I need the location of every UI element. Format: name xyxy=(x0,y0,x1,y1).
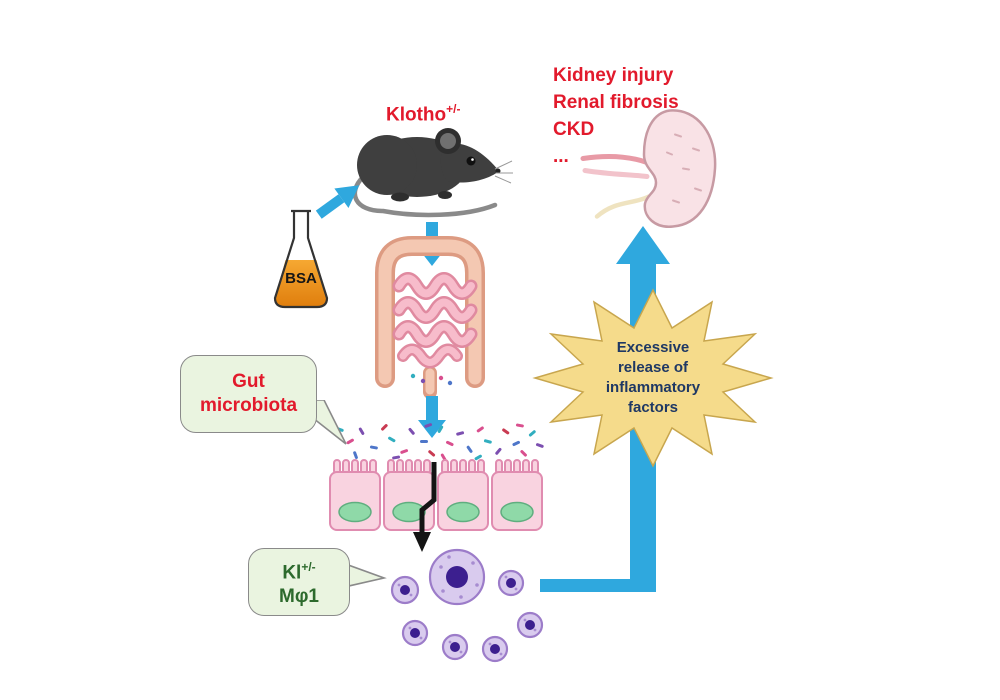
macrophage-genotype-base: Kl xyxy=(282,562,302,584)
arrow-flask-to-mouse-icon xyxy=(309,173,369,227)
gut-microbiota-bubble: Gut microbiota xyxy=(180,355,317,433)
gut-bubble-line: microbiota xyxy=(199,395,298,416)
macrophage-bubble-tail xyxy=(340,560,388,592)
epithelial-cells-icon xyxy=(328,456,546,532)
outcome-line: CKD xyxy=(553,119,595,140)
starburst-shape xyxy=(528,288,778,468)
starburst-line: Excessive xyxy=(616,339,690,356)
mouse-genotype-sup: +/- xyxy=(446,102,461,116)
macrophage-bubble: Kl+/- Mφ1 xyxy=(248,548,350,616)
starburst-line: release of xyxy=(617,359,689,376)
starburst-text: Excessive release of inflammatory factor… xyxy=(553,338,753,418)
microbiota-particles-icon xyxy=(328,422,546,466)
mouse-genotype-base: Klotho xyxy=(386,104,447,126)
arrow-cells-to-macrophages-icon xyxy=(408,460,452,556)
macrophage-bubble-line1: Kl+/- xyxy=(282,555,315,585)
outcome-line: ... xyxy=(553,146,569,167)
bsa-flask-icon: BSA xyxy=(268,208,334,312)
mouse-genotype-label: Klotho+/- xyxy=(386,102,461,126)
arrow-intestine-to-microbiota-icon xyxy=(412,396,452,438)
starburst-line: inflammatory xyxy=(605,379,701,396)
intestine-icon xyxy=(355,228,505,398)
kidney-icon xyxy=(575,102,725,237)
macrophages-icon xyxy=(385,545,555,675)
macrophage-genotype-sup: +/- xyxy=(301,559,316,574)
mouse-icon xyxy=(345,115,515,225)
flask-label: BSA xyxy=(285,270,317,287)
gut-bubble-line: Gut xyxy=(232,371,265,392)
starburst-line: factors xyxy=(627,399,679,416)
outcome-line: Renal fibrosis xyxy=(553,92,679,113)
kidney-outcomes-text: Kidney injury Renal fibrosis CKD ... xyxy=(553,62,679,170)
macrophage-bubble-line2: Mφ1 xyxy=(279,586,319,608)
outcome-line: Kidney injury xyxy=(553,65,674,86)
